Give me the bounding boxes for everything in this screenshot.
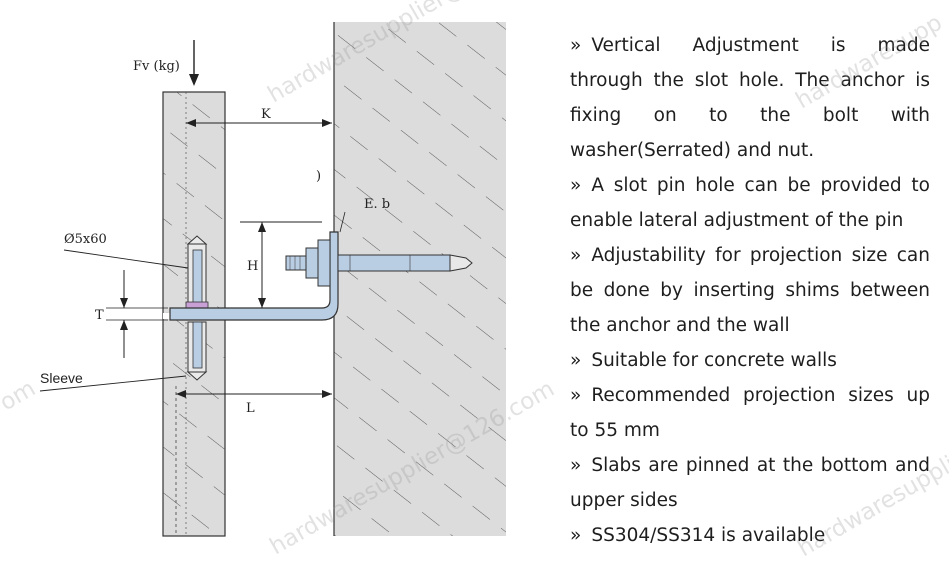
dimension-k	[186, 119, 332, 127]
anchor-diagram: Fv (kg) K ) E. b Ø5x60 H T Sleeve L	[39, 22, 506, 537]
bullet-glyph: »	[570, 35, 582, 56]
concrete-wall	[333, 22, 506, 536]
feature-text: SS304/SS314 is available	[591, 525, 826, 546]
pin-leader	[63, 249, 189, 269]
dimension-l	[175, 386, 332, 534]
feature-item: »Recommended projection sizes up to 55 m…	[570, 378, 930, 448]
pin-label: Ø5x60	[64, 232, 107, 247]
bullet-glyph: »	[570, 525, 582, 546]
t-label: T	[95, 308, 104, 323]
l-label: L	[246, 401, 255, 416]
bullet-glyph: »	[570, 245, 582, 266]
sleeve-leader	[39, 375, 187, 392]
paren-label: )	[316, 169, 321, 184]
feature-text: Suitable for concrete walls	[591, 350, 837, 371]
feature-list: »Vertical Adjustment is made through the…	[570, 28, 930, 553]
anchor-bracket	[169, 231, 339, 321]
bullet-glyph: »	[570, 455, 582, 476]
feature-item: » Suitable for concrete walls	[570, 343, 930, 378]
k-label: K	[261, 107, 271, 122]
feature-text: Recommended projection sizes up to 55 mm	[570, 385, 930, 441]
feature-item: »Vertical Adjustment is made through the…	[570, 28, 930, 168]
expansion-bolt	[285, 239, 473, 287]
eb-label: E. b	[364, 197, 390, 212]
sleeve-label: Sleeve	[40, 370, 83, 386]
bullet-glyph: »	[570, 385, 582, 406]
feature-item: »A slot pin hole can be provided to enab…	[570, 168, 930, 238]
eb-leader	[339, 211, 346, 233]
dimension-h	[240, 221, 322, 308]
feature-item: »Slabs are pinned at the bottom and uppe…	[570, 448, 930, 518]
feature-text: Vertical Adjustment is made through the …	[570, 35, 930, 161]
pin-sleeve	[185, 235, 209, 381]
force-label: Fv (kg)	[133, 59, 180, 74]
feature-text: A slot pin hole can be provided to enabl…	[570, 175, 930, 231]
dimension-t	[106, 270, 168, 358]
feature-text: Slabs are pinned at the bottom and upper…	[570, 455, 930, 511]
feature-item: » SS304/SS314 is available	[570, 518, 930, 553]
force-arrow	[189, 40, 199, 86]
h-label: H	[247, 259, 258, 274]
feature-item: »Adjustability for projection size can b…	[570, 238, 930, 343]
bullet-glyph: »	[570, 175, 582, 196]
feature-text: Adjustability for projection size can be…	[570, 245, 930, 336]
bullet-glyph: »	[570, 350, 582, 371]
